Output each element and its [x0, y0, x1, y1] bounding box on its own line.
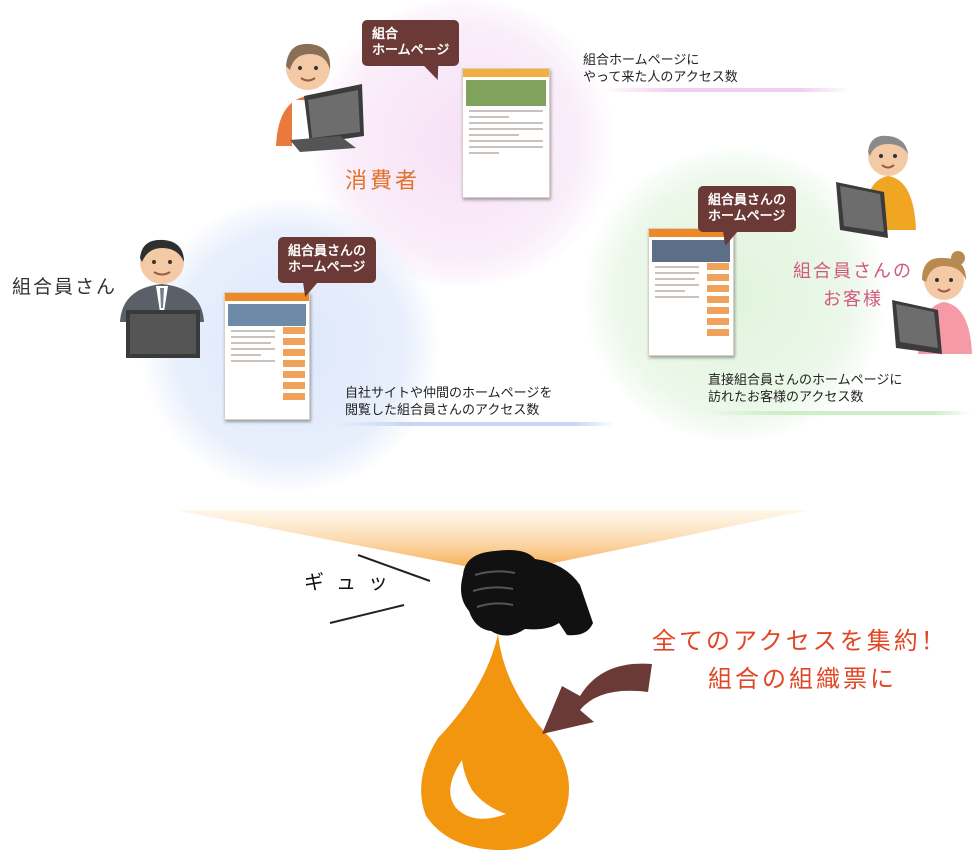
curved-arrow-icon [542, 663, 652, 734]
consumer-person-icon [276, 43, 364, 152]
consumer-caption-line1: 組合ホームページに [583, 53, 700, 68]
member-homepage-thumbnail [224, 292, 310, 420]
customer-caption-underline [708, 411, 972, 415]
member-homepage-bubble: 組合員さんの ホームページ [278, 237, 377, 297]
orange-drop-icon [421, 634, 570, 851]
customer-label: 組合員さんの お客様 [793, 258, 913, 314]
motion-lines [329, 554, 431, 624]
consumer-homepage-bubble: 組合 ホームページ [362, 20, 460, 80]
member-bubble-line1: 組合員さんの [288, 244, 367, 259]
member-caption-underline [335, 422, 615, 426]
consumer-caption-line2: やって来た人のアクセス数 [583, 70, 738, 85]
member-caption: 自社サイトや仲間のホームページを 閲覧した組合員さんのアクセス数 [345, 385, 552, 419]
funnel-glow [175, 510, 810, 570]
customer-man-icon [836, 135, 916, 238]
customer-homepage-bubble: 組合員さんの ホームページ [698, 186, 797, 246]
member-caption-line2: 閲覧した組合員さんのアクセス数 [345, 403, 540, 418]
member-bubble-line2: ホームページ [288, 260, 366, 275]
customer-woman-icon [892, 251, 972, 354]
customer-caption-line1: 直接組合員さんのホームページに [708, 373, 903, 388]
customer-homepage-thumbnail [648, 228, 734, 356]
squeeze-sound-text: ギュッ [304, 570, 400, 594]
customer-caption-line2: 訪れたお客様のアクセス数 [708, 390, 864, 405]
conclusion-line1: 全てのアクセスを集約！ [652, 627, 948, 655]
consumer-bubble-line2: ホームページ [372, 43, 450, 58]
member-label: 組合員さん [12, 276, 118, 298]
consumer-bubble-line1: 組合 [372, 27, 399, 42]
customer-bubble-line2: ホームページ [708, 209, 786, 224]
consumer-caption-underline [600, 88, 850, 92]
customer-label-line1: 組合員さんの [793, 261, 913, 282]
cooperative-homepage-thumbnail [462, 68, 550, 198]
conclusion-text: 全てのアクセスを集約！ 組合の組織票に [652, 622, 948, 698]
member-caption-line1: 自社サイトや仲間のホームページを [345, 386, 553, 401]
consumer-label: 消費者 [345, 169, 421, 194]
squeezing-fist-icon [461, 550, 593, 636]
conclusion-line2: 組合の組織票に [708, 665, 897, 693]
customer-bubble-line1: 組合員さんの [708, 193, 787, 208]
member-person-icon [120, 239, 204, 358]
customer-label-line2: お客様 [823, 289, 883, 310]
consumer-caption: 組合ホームページに やって来た人のアクセス数 [583, 52, 738, 86]
customer-caption: 直接組合員さんのホームページに 訪れたお客様のアクセス数 [708, 372, 902, 406]
